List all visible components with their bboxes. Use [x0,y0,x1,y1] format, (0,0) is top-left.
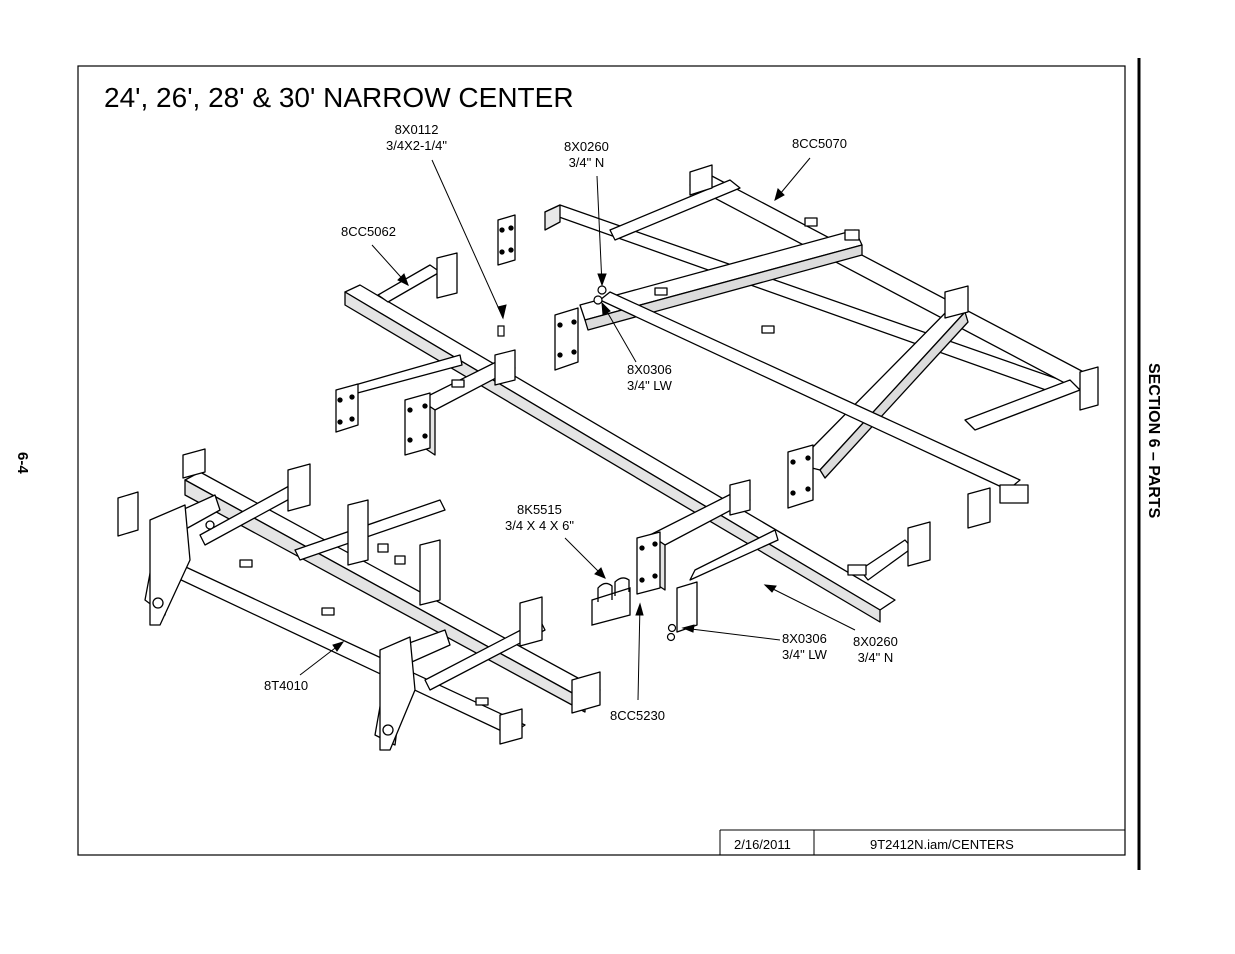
callout-description: 3/4" LW [627,378,672,393]
frame-8CC5062 [335,252,931,633]
callout-part-number: 8K5515 [517,502,562,517]
callout-part-number: 8X0260 [853,634,898,649]
u-bolt-8K5515 [591,577,631,626]
callout-part-number: 8X0260 [564,139,609,154]
callout-8X0260-bottom: 8X0260 3/4" N [853,634,898,666]
frame-8T4010 [117,448,601,751]
frame-8CC5070 [497,164,1099,529]
callout-part-number: 8CC5230 [610,708,665,723]
callout-8X0112: 8X0112 3/4X2-1/4" [386,122,447,154]
drawing-title: 24', 26', 28' & 30' NARROW CENTER [104,82,574,113]
drawing-border [77,65,1126,856]
title-block [719,829,1125,855]
callout-part-number: 8X0306 [627,362,672,377]
callout-8CC5070: 8CC5070 [792,136,847,152]
callout-description: 3/4" N [857,650,894,665]
page-number: 6-4 [14,452,31,474]
callout-description: 3/4X2-1/4" [386,138,447,153]
leader-lines [299,157,856,701]
callout-description: 3/4 X 4 X 6" [505,518,574,533]
callout-8K5515: 8K5515 3/4 X 4 X 6" [505,502,574,534]
callout-8X0306-bottom: 8X0306 3/4" LW [782,631,827,663]
callout-part-number: 8X0112 [394,122,439,137]
callout-part-number: 8CC5070 [792,136,847,151]
callout-8CC5230: 8CC5230 [610,708,665,724]
title-block-date: 2/16/2011 [734,837,791,852]
callout-part-number: 8CC5062 [341,224,396,239]
callout-8CC5062: 8CC5062 [341,224,396,240]
section-title: SECTION 6 – PARTS [1145,363,1162,519]
callout-8T4010: 8T4010 [264,678,308,694]
callout-part-number: 8T4010 [264,678,309,693]
title-block-file: 9T2412N.iam/CENTERS [870,837,1014,852]
callout-description: 3/4" LW [782,647,827,662]
callout-description: 3/4" N [568,155,605,170]
callout-8X0260-top: 8X0260 3/4" N [564,139,609,171]
callout-part-number: 8X0306 [782,631,827,646]
callout-8X0306-top: 8X0306 3/4" LW [627,362,672,394]
